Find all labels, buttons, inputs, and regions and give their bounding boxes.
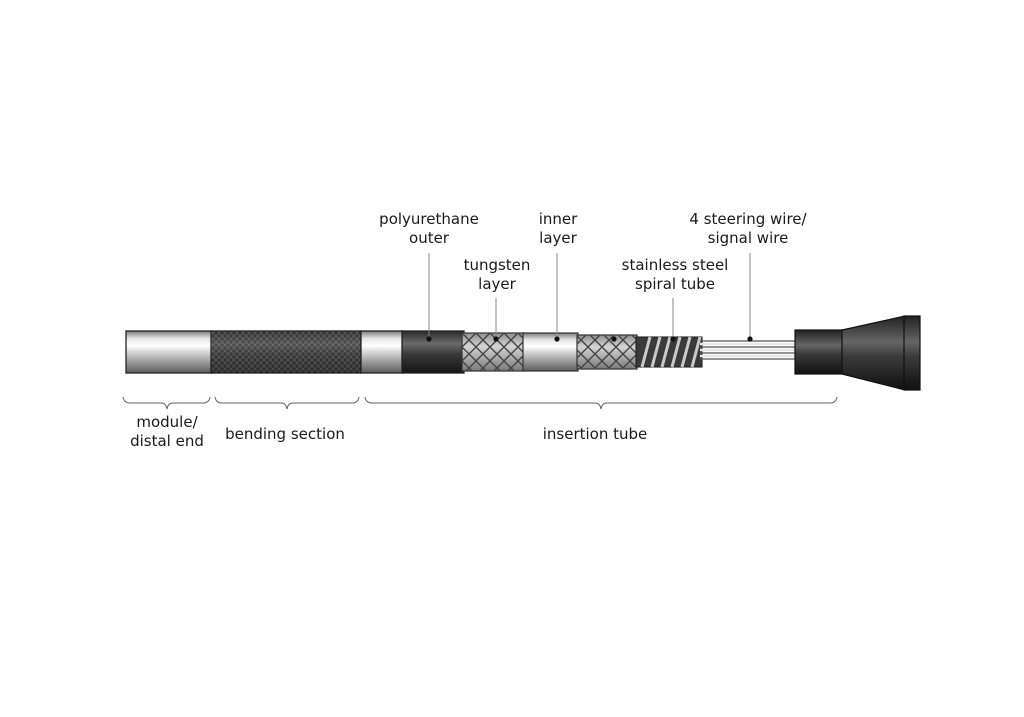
brace-module [122,396,211,410]
section-label-module: module/ distal end [130,413,204,450]
section-braces [122,396,838,410]
polyurethane-outer-layer [401,330,465,374]
pointer-dot-inner [554,336,560,342]
pointer-dot-spiral [670,336,676,342]
coupling-ring [360,330,404,374]
handle-connector [794,315,921,391]
distal-end-tip [125,330,213,374]
pointer-dot-wire [747,336,753,342]
inner-layer [522,332,579,372]
pointer-dot-braid [611,336,617,342]
label-steering-wire: 4 steering wire/ signal wire [689,210,807,247]
label-tungsten-layer: tungsten layer [463,256,531,293]
section-label-insertion: insertion tube [542,425,648,443]
label-polyurethane-outer: polyurethane outer [379,210,479,247]
pointer-dot-polyurethane [426,336,432,342]
stainless-spiral-tube [635,336,703,368]
label-inner-layer: inner layer [538,210,578,247]
brace-insertion [364,396,838,410]
label-stainless-spiral: stainless steel spiral tube [621,256,729,293]
brace-bending [214,396,360,410]
section-label-bending: bending section [225,425,345,443]
steering-wires [700,340,800,360]
leader-lines [428,253,751,338]
pointer-dot-tungsten [493,336,499,342]
